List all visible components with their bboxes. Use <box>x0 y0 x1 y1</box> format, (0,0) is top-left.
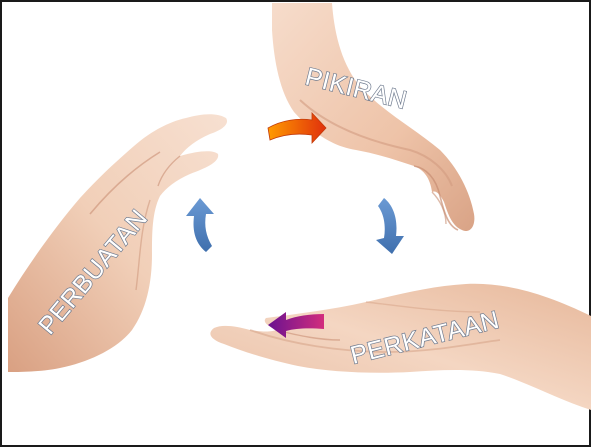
blue-arrow-right <box>376 198 404 254</box>
top-hand <box>272 3 475 232</box>
purple-arrow <box>268 312 324 338</box>
blue-arrow-left <box>186 198 214 252</box>
orange-arrow <box>267 111 327 145</box>
left-hand <box>8 114 228 372</box>
